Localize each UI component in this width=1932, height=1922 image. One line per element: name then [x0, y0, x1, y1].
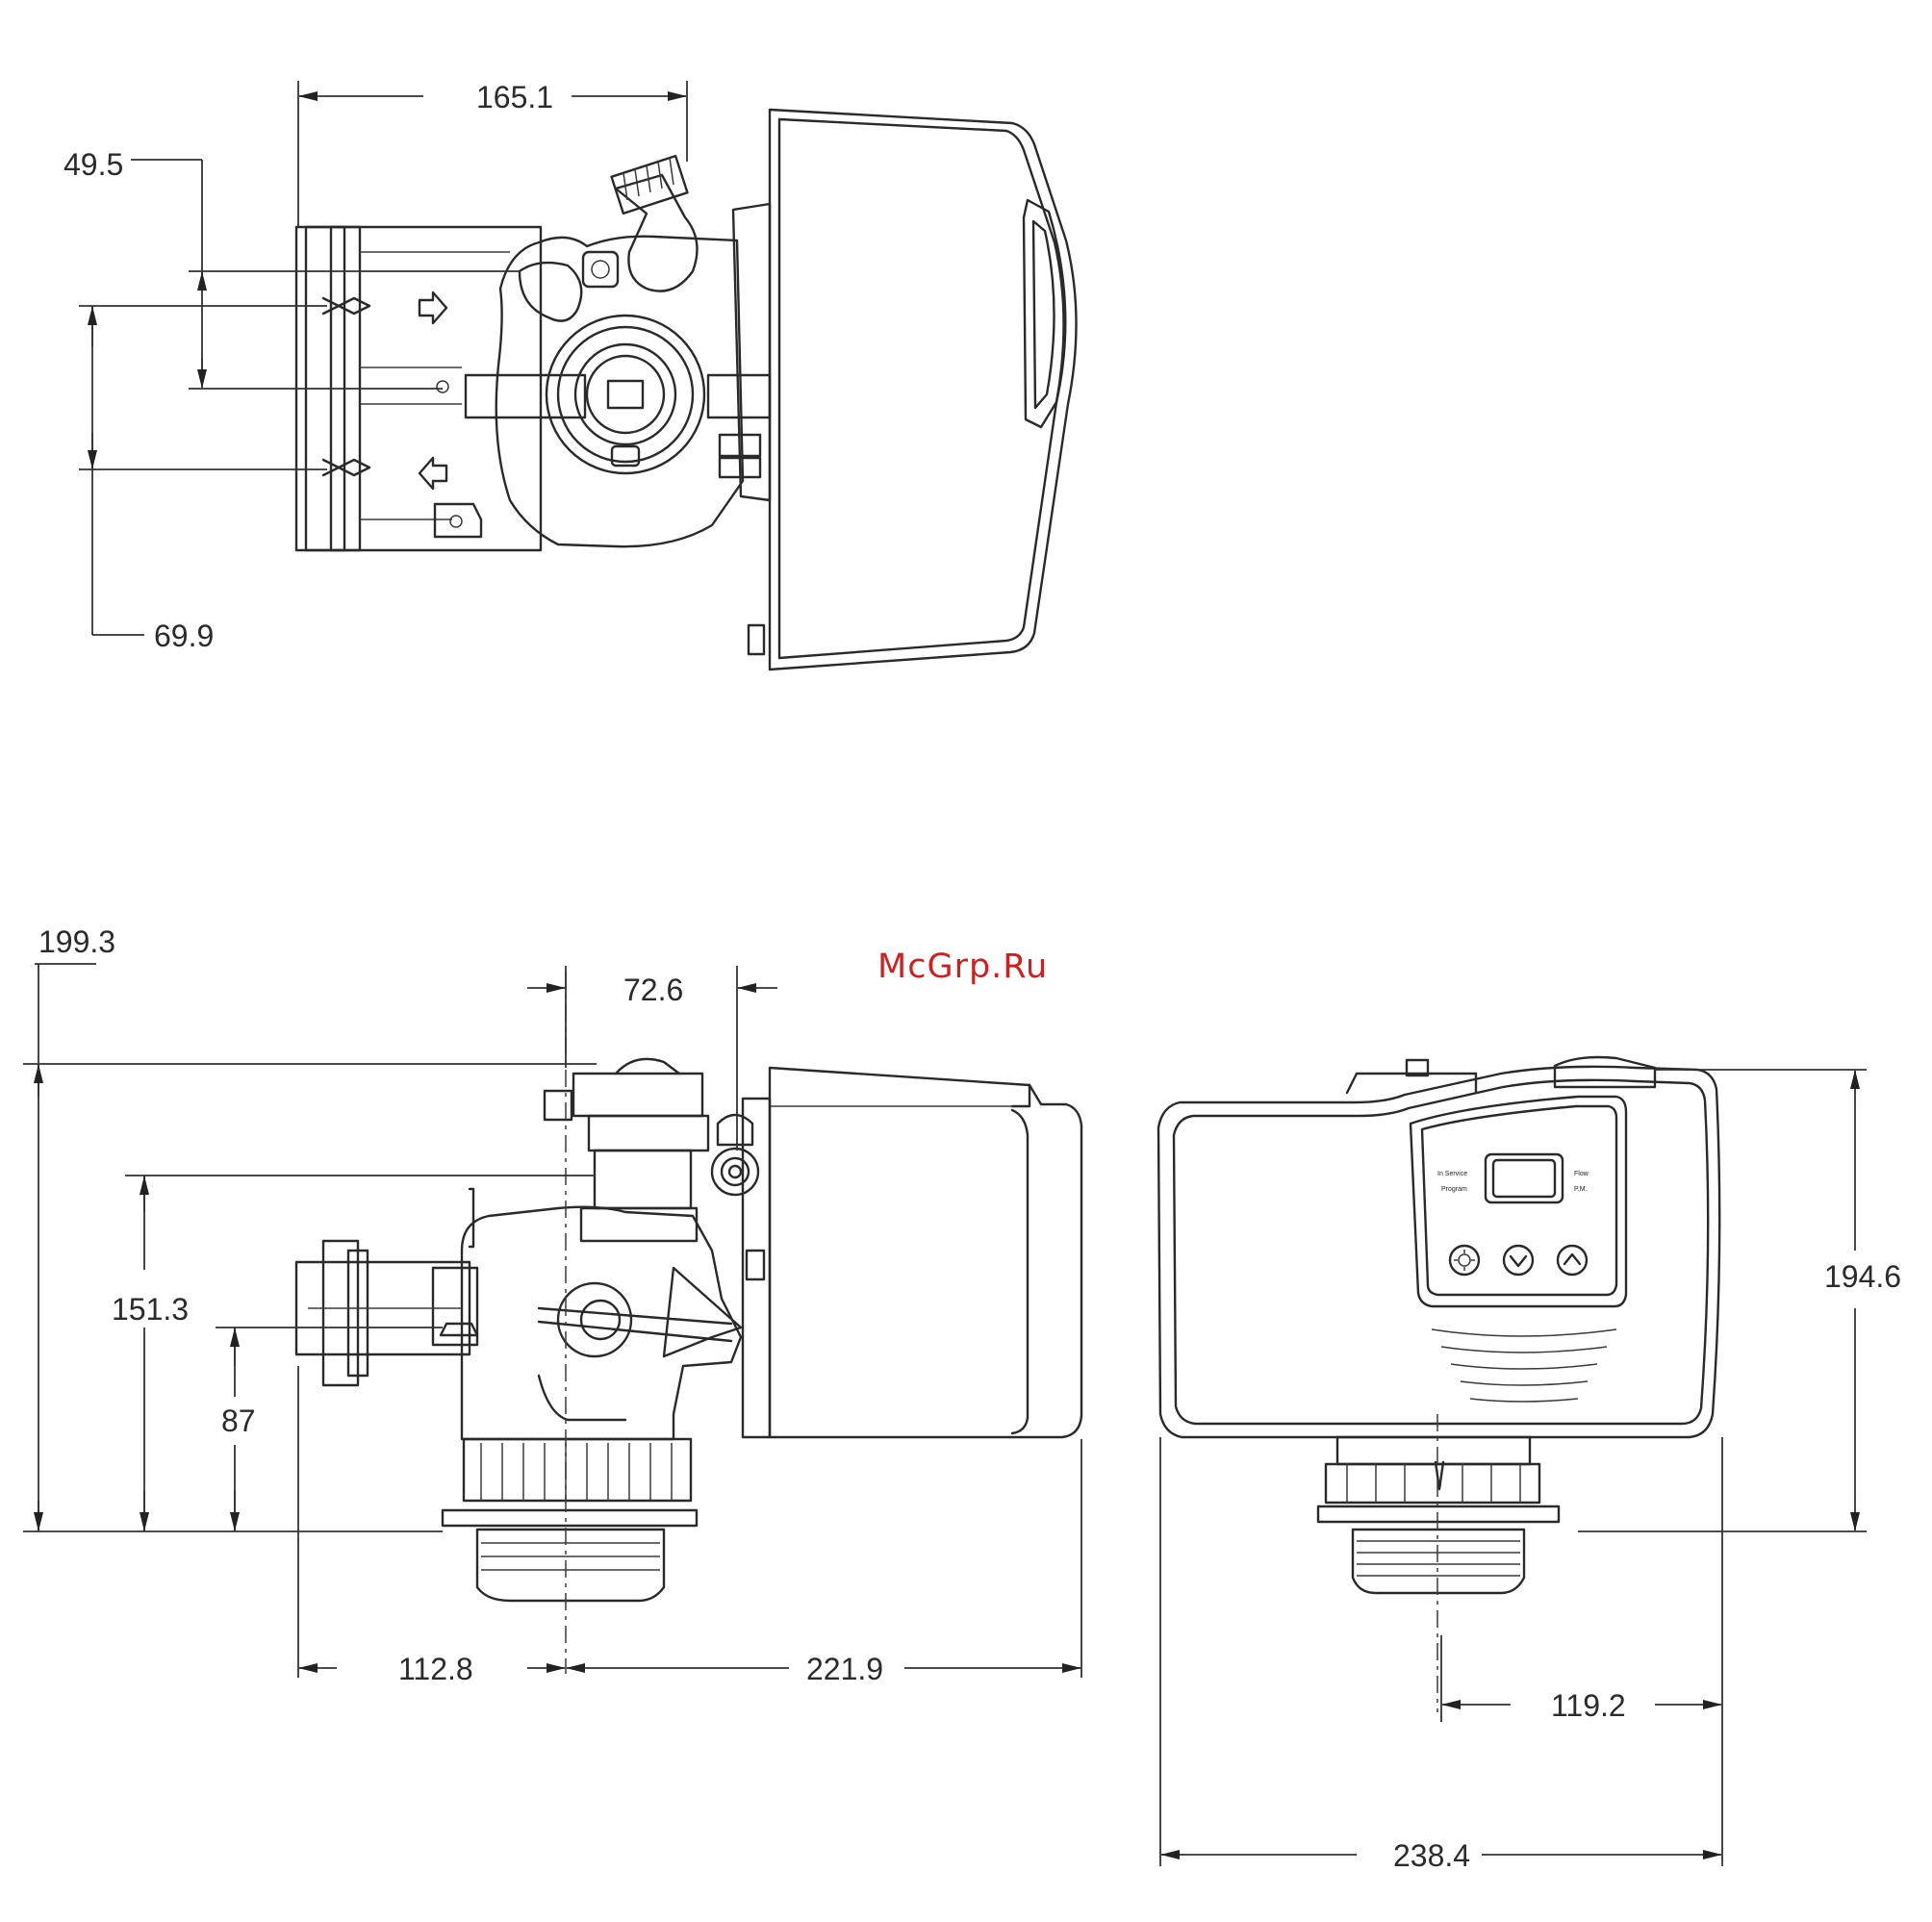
- dim-69-9: 69.9: [154, 619, 214, 653]
- dim-194-6: 194.6: [1824, 1259, 1901, 1294]
- watermark-text: McGrp.Ru: [877, 948, 1048, 986]
- dim-221-9: 221.9: [806, 1652, 883, 1686]
- side-view: In Service Program Flow P.M.: [1158, 1057, 1901, 1873]
- dim-112-8: 112.8: [398, 1652, 473, 1686]
- dim-165-1: 165.1: [476, 80, 553, 114]
- dim-119-2: 119.2: [1551, 1688, 1626, 1723]
- settings-button-icon[interactable]: [1450, 1246, 1479, 1275]
- dim-199-3: 199.3: [38, 924, 115, 959]
- label-in-service: In Service: [1437, 1171, 1467, 1177]
- label-pm: P.M.: [1574, 1186, 1588, 1193]
- label-flow: Flow: [1574, 1171, 1589, 1177]
- dim-49-5: 49.5: [64, 147, 123, 182]
- dim-72-6: 72.6: [623, 973, 683, 1007]
- up-arrow-button-icon[interactable]: [1558, 1246, 1587, 1275]
- down-arrow-button-icon[interactable]: [1504, 1246, 1533, 1275]
- front-view: 199.3 72.6 151.3 87 112.8 221.9: [23, 924, 1081, 1686]
- label-program: Program: [1441, 1186, 1467, 1193]
- dim-87: 87: [221, 1404, 256, 1438]
- dim-151-3: 151.3: [112, 1292, 189, 1327]
- top-view: 165.1 49.5 69.9: [64, 80, 1077, 670]
- dim-238-4: 238.4: [1393, 1838, 1470, 1873]
